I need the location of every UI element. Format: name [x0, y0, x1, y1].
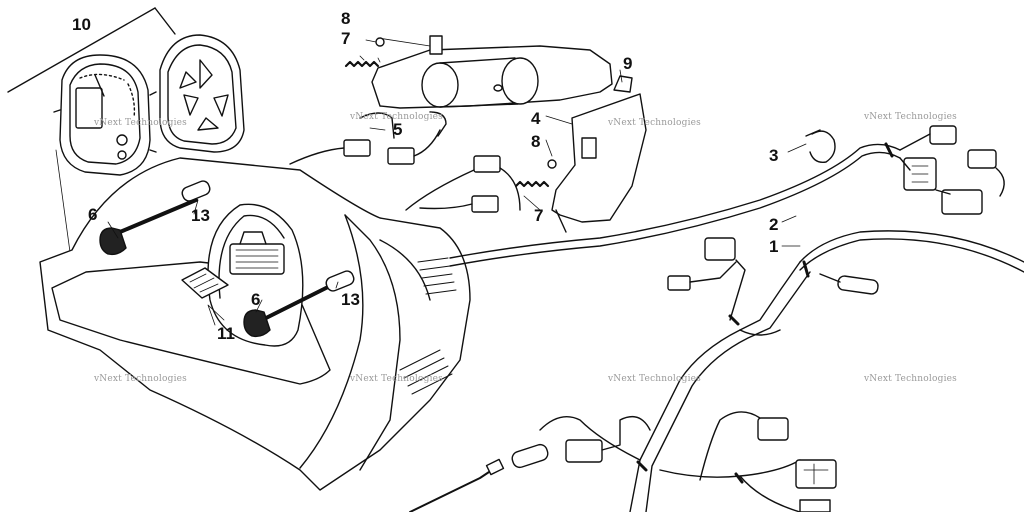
- callout-8: 8: [531, 132, 541, 151]
- bolt-6-lower: [243, 284, 332, 338]
- wiring-harness-2: [449, 143, 901, 267]
- callout-13: 13: [191, 206, 210, 225]
- callout-4: 4: [531, 109, 541, 128]
- harness-connectors: [409, 125, 1005, 512]
- spring-7-lower: [514, 180, 550, 188]
- clip-9: [613, 75, 633, 93]
- lower-bracket-4: [551, 93, 647, 233]
- wiring-harness-1: [539, 230, 1024, 512]
- watermark: vNext Technologies: [608, 118, 702, 128]
- spring-7-upper: [344, 60, 380, 68]
- callout-9: 9: [623, 54, 633, 73]
- nut-8-lower: [547, 159, 557, 169]
- connector-11: [181, 231, 285, 299]
- callout-2: 2: [769, 215, 779, 234]
- callout-6: 6: [251, 290, 261, 309]
- watermark: vNext Technologies: [864, 374, 958, 384]
- speedometer-gauge: [53, 54, 157, 176]
- bolt-6-upper: [99, 198, 198, 256]
- callout-11: 11: [217, 324, 235, 343]
- callout-3: 3: [769, 146, 779, 165]
- cable-ties: [636, 142, 894, 484]
- callout-5: 5: [393, 120, 403, 139]
- gauge-back-cover: [159, 34, 245, 153]
- callout-13: 13: [341, 290, 360, 309]
- callout-6: 6: [88, 205, 98, 224]
- watermark: vNext Technologies: [864, 112, 958, 122]
- watermark: vNext Technologies: [94, 118, 188, 128]
- leader-lines: [107, 39, 807, 326]
- callout-7: 7: [341, 29, 351, 48]
- connector-pair-lower: [405, 155, 521, 213]
- watermark: vNext Technologies: [350, 112, 444, 122]
- watermark: vNext Technologies: [608, 374, 702, 384]
- spacer-13-lower: [325, 270, 355, 292]
- callout-10: 10: [72, 15, 91, 34]
- clamp-3: [805, 129, 836, 163]
- nut-8-upper: [375, 37, 385, 47]
- watermark: vNext Technologies: [94, 374, 188, 384]
- upper-bracket: [371, 35, 613, 109]
- spacer-13-upper: [181, 180, 211, 202]
- watermark: vNext Technologies: [350, 374, 444, 384]
- callout-1: 1: [769, 237, 779, 256]
- callout-8: 8: [341, 9, 351, 28]
- connector-5-pair: [289, 111, 447, 165]
- callout-7: 7: [534, 206, 544, 225]
